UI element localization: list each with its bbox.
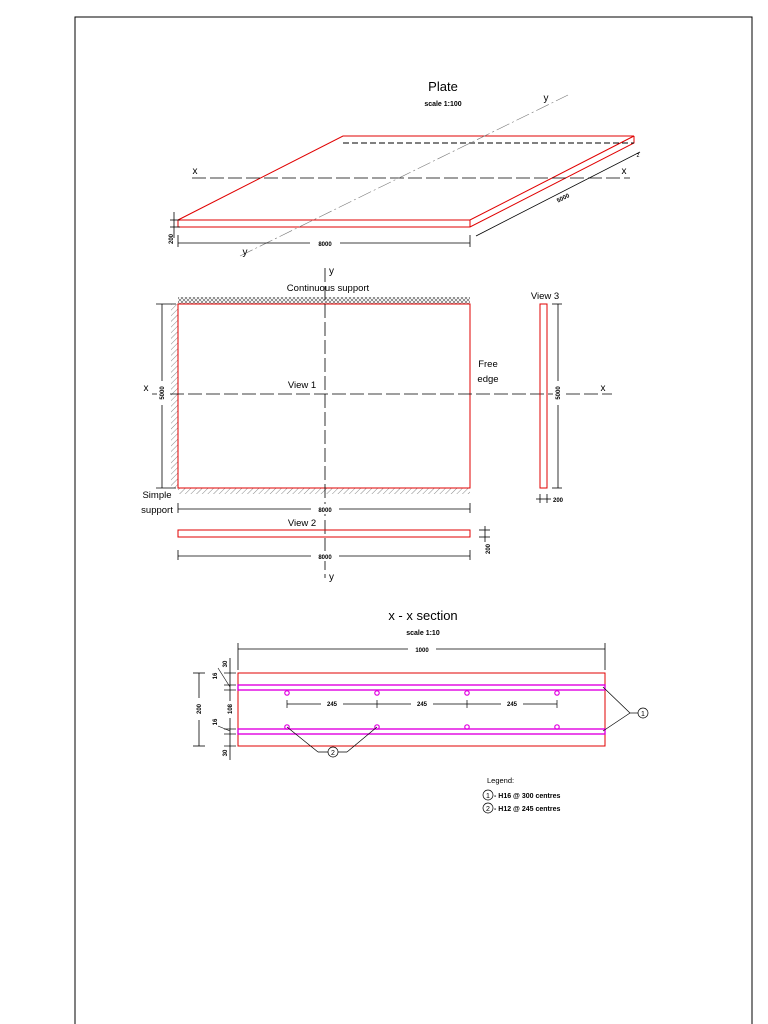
- section-dim-cover-bottom: 30: [223, 749, 229, 756]
- legend-item-2-text: - H12 @ 245 centres: [494, 806, 560, 813]
- section-dim-depth: 200: [197, 703, 203, 714]
- plate-axis-x-label-left: x: [193, 166, 198, 177]
- legend-item-1: 1 - H16 @ 300 centres: [482, 789, 560, 801]
- plate-axis-y-label-top: y: [544, 93, 549, 104]
- plate-dim-width-line: [475, 151, 641, 237]
- rebar-dots-top: [284, 690, 560, 696]
- section-spacing-3: 245: [507, 702, 518, 708]
- section-spacing-1: 245: [327, 702, 338, 708]
- plate-dim-width: 5000: [556, 193, 571, 205]
- simple-support-label-2: support: [141, 505, 173, 516]
- plan-axis-y-label-top: y: [329, 266, 334, 277]
- plate-title: Plate: [428, 79, 458, 94]
- view2-label: View 2: [288, 518, 316, 529]
- legend-item-2-number: 2: [486, 806, 490, 813]
- callout-1-circle: [637, 707, 649, 719]
- plate-scale: scale 1:100: [424, 101, 461, 108]
- legend-title: Legend:: [487, 776, 514, 785]
- view3-dim-width: 5000: [556, 386, 562, 400]
- xx-section: x - x section scale 1:10 1000: [193, 608, 649, 760]
- view2-dim-thickness: 200: [486, 543, 492, 554]
- legend-item-1-text: - H16 @ 300 centres: [494, 793, 560, 800]
- section-scale: scale 1:10: [406, 630, 440, 637]
- section-dim-width: 1000: [415, 648, 429, 654]
- plate-dim-thickness: 200: [169, 233, 175, 244]
- section-outline: [237, 672, 606, 747]
- view3: View 3 5000 200: [531, 291, 564, 504]
- plate-axis-x-label-right: x: [622, 166, 627, 177]
- view2-plate-outline: [177, 529, 471, 538]
- section-dim-cover-top: 30: [223, 660, 229, 667]
- plan-view: x x y y Continuous support View 1 Free e…: [141, 266, 612, 583]
- view3-dim-thickness: 200: [553, 498, 564, 504]
- plate-axis-z-label: z: [637, 153, 640, 159]
- view2-dim-length: 8000: [318, 555, 332, 561]
- rebar-bottom-main: [237, 728, 606, 735]
- simple-support-label-1: Simple: [142, 490, 171, 501]
- plan-axis-y-label-bottom: y: [329, 572, 334, 583]
- section-dim-bar-bottom: 16: [213, 718, 219, 725]
- plan-dim-width: 5000: [160, 386, 166, 400]
- continuous-support-hatch: [178, 297, 470, 304]
- plate-axis-y-label-bottom: y: [243, 247, 248, 258]
- plan-plate-outline: [177, 303, 471, 489]
- rebar-dots-bottom: [284, 724, 560, 730]
- rebar-top-main: [237, 684, 606, 691]
- section-title: x - x section: [388, 608, 457, 623]
- callout-2-circle: [327, 746, 339, 758]
- section-dim-inner: 108: [228, 703, 234, 714]
- plan-axis-x-label-right: x: [601, 383, 606, 394]
- plate-dim-length: 8000: [318, 242, 332, 248]
- plan-axis-x-label-left: x: [144, 383, 149, 394]
- continuous-support-label: Continuous support: [287, 283, 370, 294]
- simple-support-hatch-bottom: [178, 488, 470, 494]
- view3-plate-outline: [539, 303, 548, 489]
- plate-side-face: [177, 136, 635, 228]
- plan-dim-length: 8000: [318, 508, 332, 514]
- view2: View 2 8000 200: [177, 518, 492, 561]
- free-edge-label-1: Free: [478, 359, 498, 370]
- simple-support-hatch-left: [171, 304, 178, 488]
- legend-item-1-number: 1: [486, 793, 490, 800]
- plate-axis-y: [239, 94, 569, 257]
- section-dim-bar-top: 16: [213, 672, 219, 679]
- view1-label: View 1: [288, 380, 316, 391]
- legend-item-2: 2 - H12 @ 245 centres: [482, 802, 560, 814]
- sheet-border: [74, 16, 753, 1024]
- plate-isometric: Plate scale 1:100 x x y y z 8000 5000 20…: [169, 79, 641, 258]
- legend: Legend: 1 - H16 @ 300 centres 2 - H12 @ …: [482, 776, 560, 814]
- section-spacing-2: 245: [417, 702, 428, 708]
- view3-label: View 3: [531, 291, 559, 302]
- callout-1-number: 1: [641, 711, 645, 718]
- callout-2-number: 2: [331, 750, 335, 757]
- free-edge-label-2: edge: [477, 374, 498, 385]
